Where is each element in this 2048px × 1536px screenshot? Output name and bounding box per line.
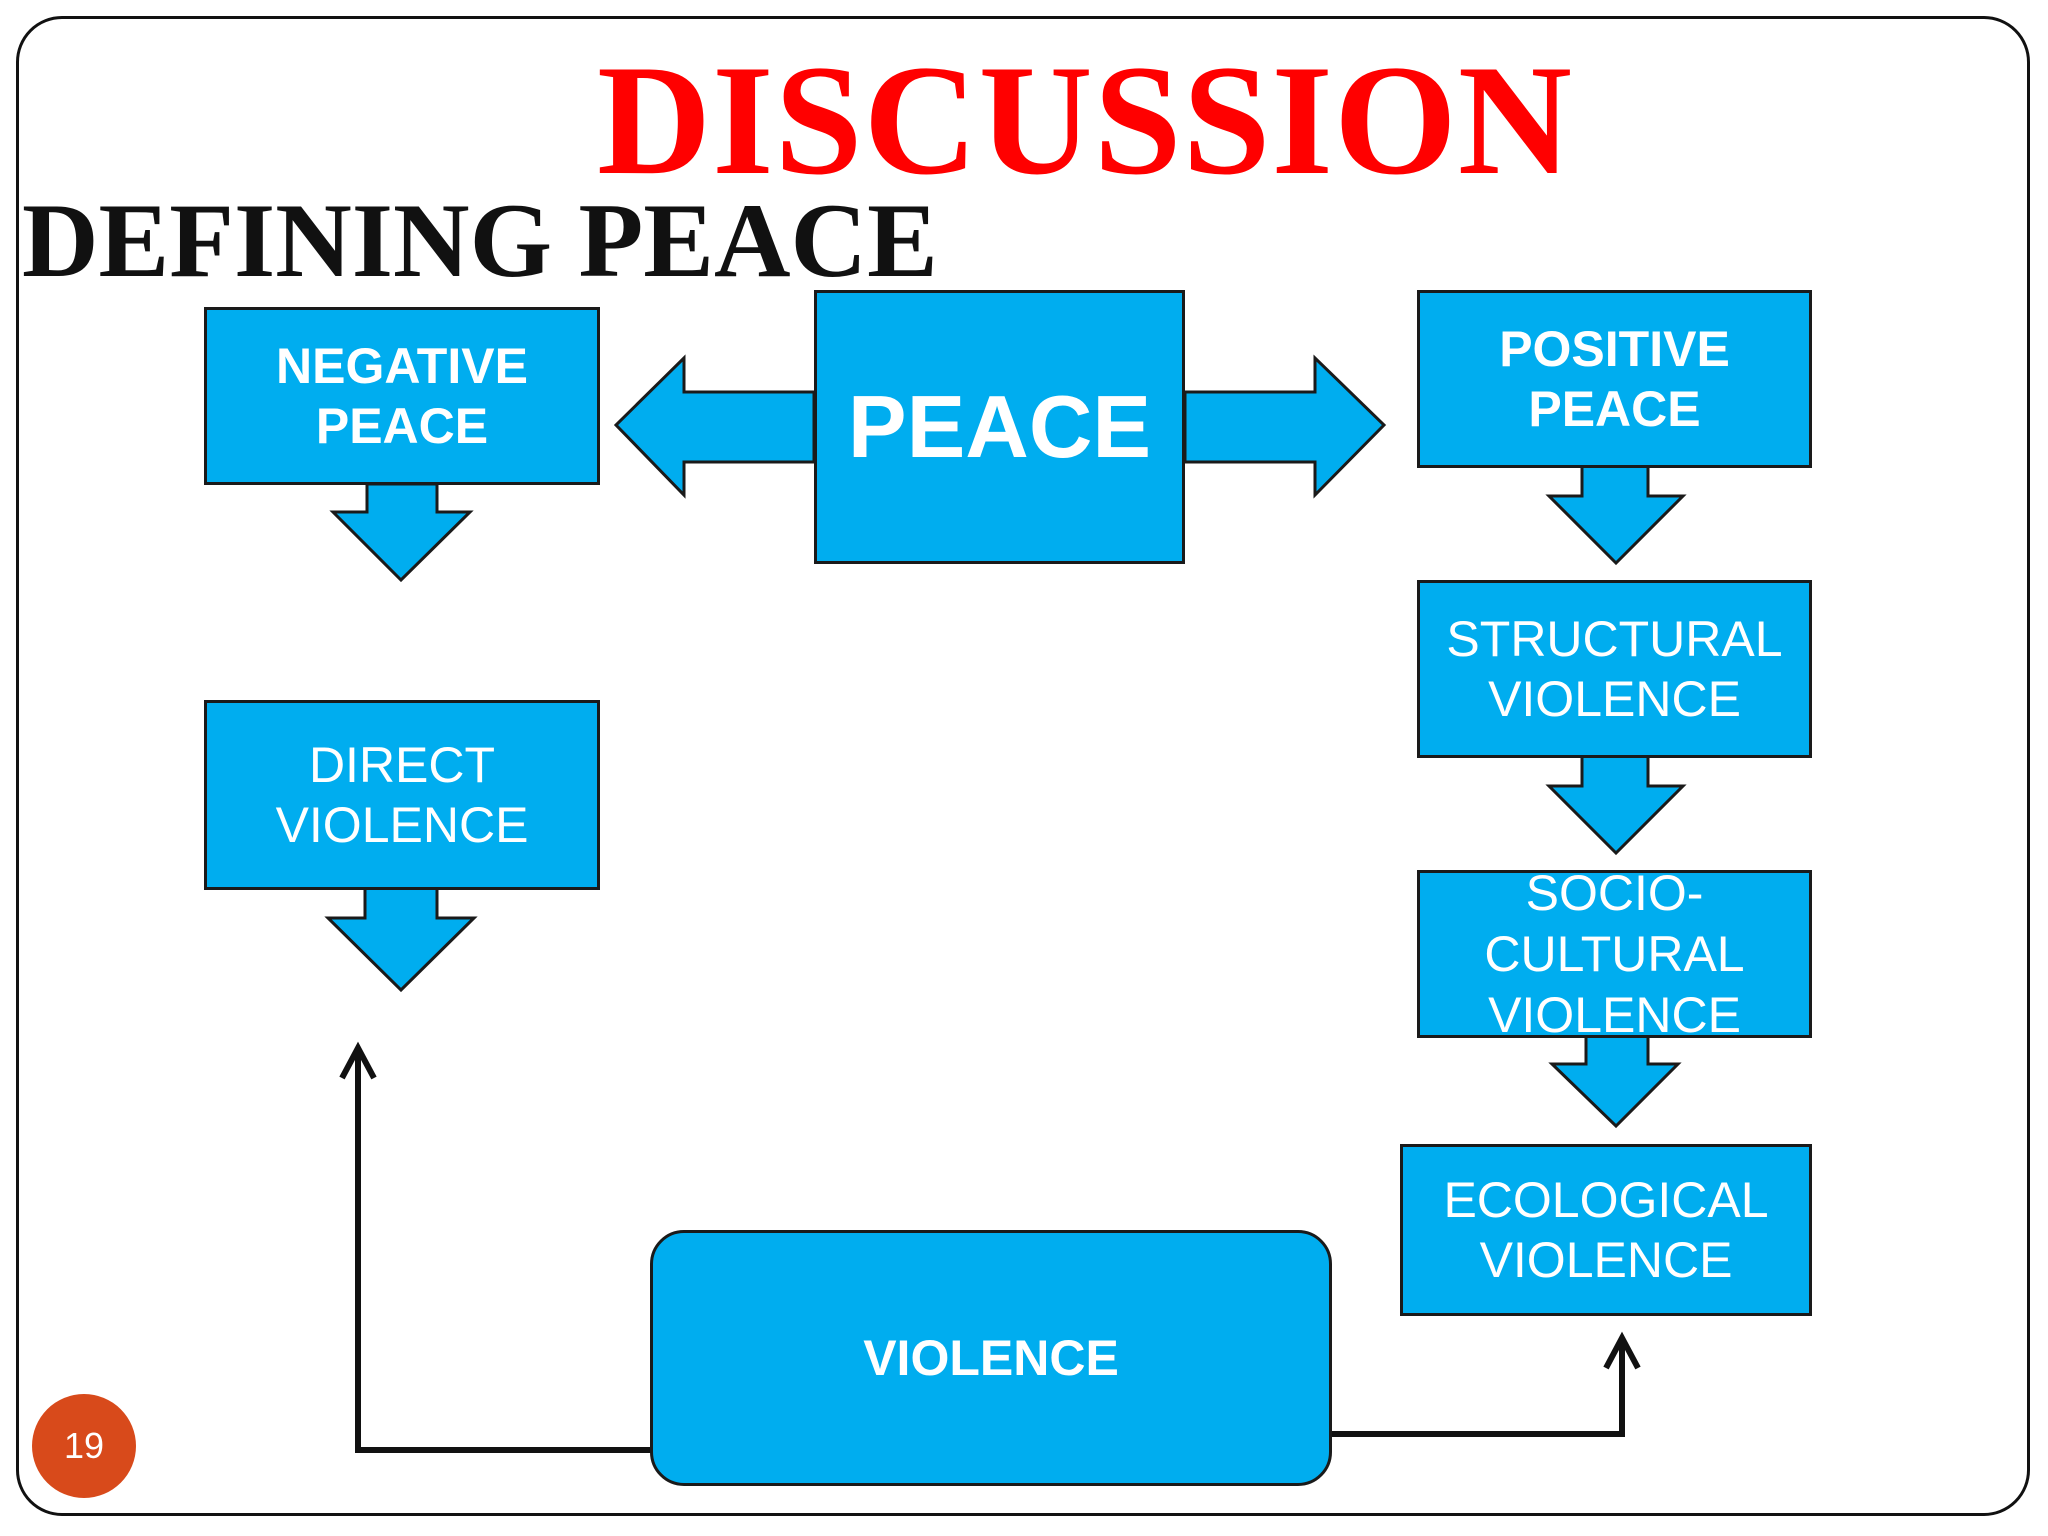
negative-peace-line-1: NEGATIVE [276, 338, 528, 394]
peace-label: PEACE [847, 377, 1152, 477]
page-number-badge: 19 [32, 1394, 136, 1498]
connector-arrowhead-ecological [1603, 1331, 1641, 1370]
socio-cultural-violence-box: SOCIO- CULTURAL VIOLENCE [1417, 865, 1812, 1043]
positive-peace-box: POSITIVE PEACE [1417, 290, 1812, 468]
down-arrow-socio-cultural-violence [1548, 1034, 1682, 1129]
violence-box: VIOLENCE [650, 1230, 1332, 1486]
ecological-violence-box: ECOLOGICAL VIOLENCE [1400, 1144, 1812, 1316]
socio-cultural-line-1: SOCIO- [1525, 864, 1704, 921]
socio-cultural-line-2: CULTURAL [1484, 925, 1745, 982]
connector-violence-to-ecological [1330, 1338, 1625, 1437]
positive-peace-line-2: PEACE [1528, 381, 1701, 437]
ecological-violence-line-2: VIOLENCE [1479, 1232, 1733, 1288]
socio-cultural-line-3: VIOLENCE [1488, 986, 1741, 1043]
page-number: 19 [63, 1425, 105, 1466]
down-arrow-positive-peace [1545, 464, 1687, 566]
negative-peace-line-2: PEACE [315, 398, 489, 454]
violence-label: VIOLENCE [863, 1330, 1119, 1386]
connector-violence-to-direct [355, 1048, 652, 1453]
left-block-arrow [613, 354, 816, 499]
right-block-arrow [1183, 354, 1387, 499]
structural-violence-line-2: VIOLENCE [1488, 671, 1741, 727]
down-arrow-structural-violence [1545, 754, 1687, 856]
down-arrow-direct-violence [324, 886, 478, 993]
negative-peace-box: NEGATIVE PEACE [204, 307, 600, 485]
direct-violence-line-1: DIRECT [308, 737, 496, 793]
direct-violence-line-2: VIOLENCE [275, 797, 529, 853]
ecological-violence-line-1: ECOLOGICAL [1443, 1172, 1769, 1228]
positive-peace-line-1: POSITIVE [1499, 321, 1730, 377]
structural-violence-box: STRUCTURAL VIOLENCE [1417, 580, 1812, 758]
peace-box: PEACE [814, 290, 1185, 564]
connector-arrowhead-direct [339, 1041, 377, 1080]
direct-violence-box: DIRECT VIOLENCE [204, 700, 600, 890]
slide-subtitle: DEFINING PEACE [22, 182, 938, 299]
down-arrow-negative-peace [329, 482, 474, 583]
structural-violence-line-1: STRUCTURAL [1446, 611, 1783, 667]
slide-title: DISCUSSION [597, 33, 1573, 208]
